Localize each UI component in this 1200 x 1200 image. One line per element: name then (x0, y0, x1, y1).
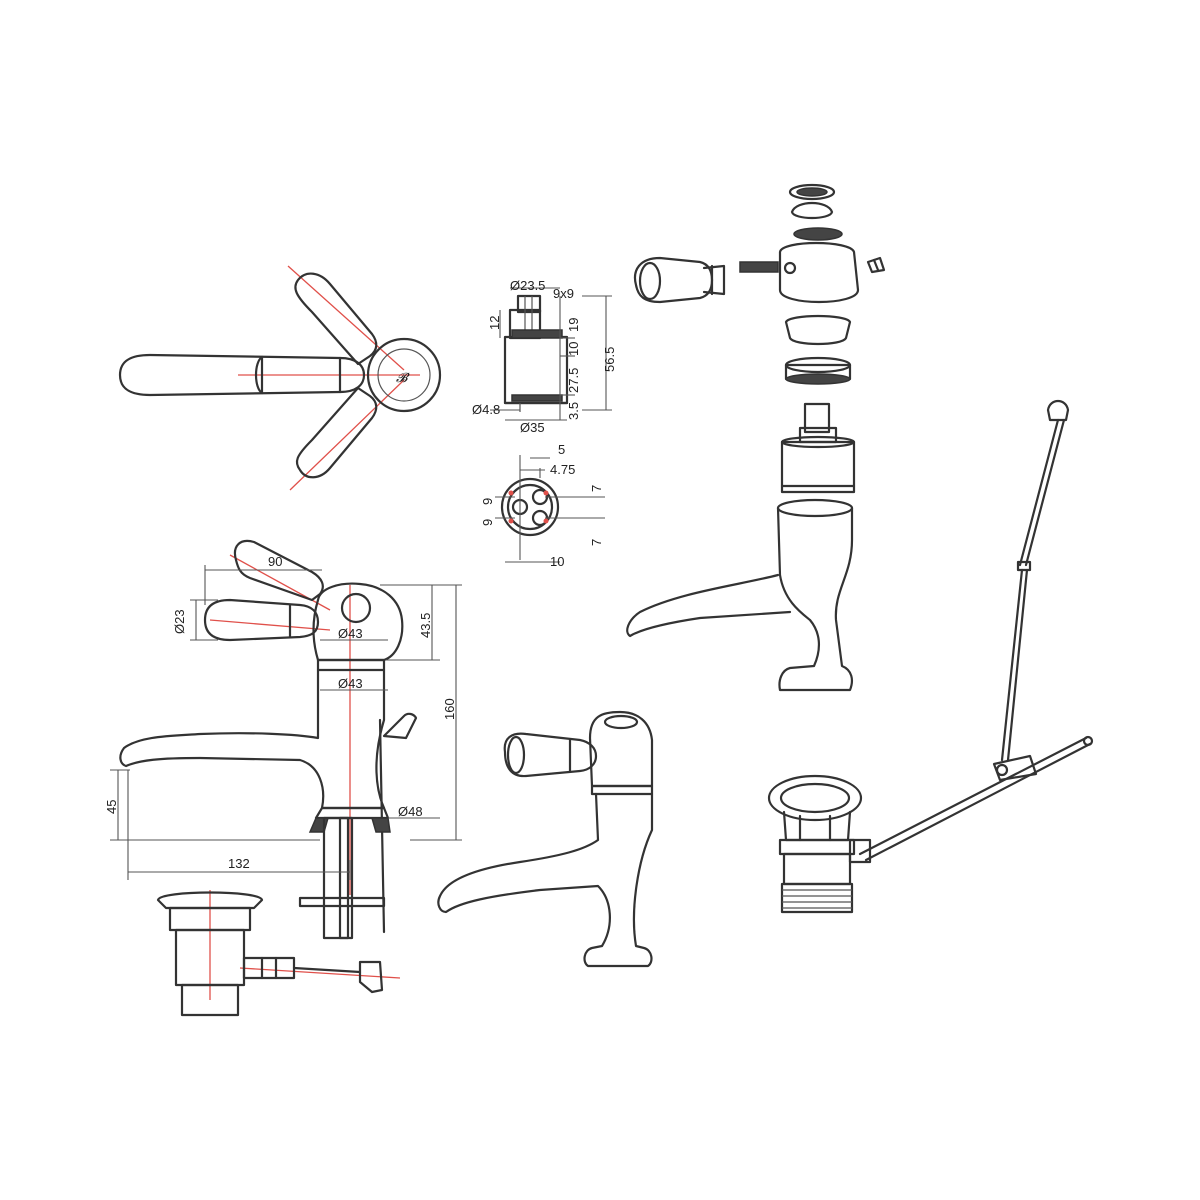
dim-cart-h56-5: 56.5 (602, 347, 617, 372)
dim-tap-head-dia: Ø43 (338, 626, 363, 641)
popup-waste-small (156, 890, 401, 1017)
dim-cart-hole: Ø4.8 (472, 402, 500, 417)
dim-tap-lever-reach: 90 (268, 554, 282, 569)
dim-cart-h3-5: 3.5 (566, 402, 581, 420)
dim-tap-projection: 132 (228, 856, 250, 871)
dim-cart-h10: 10 (566, 342, 581, 356)
dim-cart-h27-5: 27.5 (566, 368, 581, 393)
dim-cart-h12: 12 (487, 316, 502, 330)
dim-tap-body-dia: Ø43 (338, 676, 363, 691)
dim-cart-dia: Ø35 (520, 420, 545, 435)
dim-base-7a: 7 (589, 485, 604, 492)
b-monogram-icon: 𝓑 (396, 370, 410, 385)
dim-tap-spout-h: 45 (104, 800, 119, 814)
dim-tap-base-dia: Ø48 (398, 804, 423, 819)
dim-base-7b: 7 (589, 539, 604, 546)
assembled-tap (437, 710, 654, 968)
dim-base-9b: 9 (480, 519, 495, 526)
dim-cart-dia-top: Ø23.5 (510, 278, 545, 293)
dim-cart-h19: 19 (566, 318, 581, 332)
exploded-view-tap (626, 183, 886, 692)
dim-base-5: 5 (558, 442, 565, 457)
lever-rotation-top-view: 𝓑 (118, 265, 442, 491)
front-elevation (110, 539, 462, 940)
popup-waste-rod (767, 399, 1094, 914)
dim-base-9a: 9 (480, 498, 495, 505)
cartridge-side-view (490, 287, 612, 421)
cartridge-base-view (495, 455, 605, 563)
dim-base-4-75: 4.75 (550, 462, 575, 477)
dim-tap-head-h: 43.5 (418, 613, 433, 638)
dim-tap-height: 160 (442, 698, 457, 720)
dim-cart-spline: 9x9 (553, 286, 574, 301)
dim-base-10: 10 (550, 554, 564, 569)
dim-tap-lever-dia: Ø23 (172, 609, 187, 634)
